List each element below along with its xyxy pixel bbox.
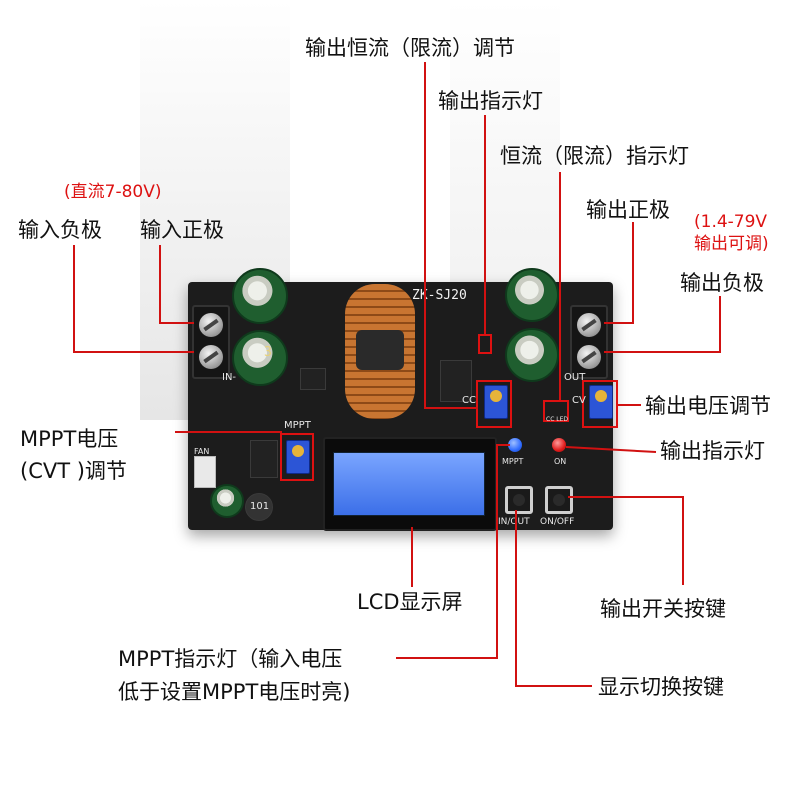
in-silk: IN- — [222, 372, 237, 383]
cc-silk: CC — [462, 395, 476, 406]
leader-line-output-positive — [604, 222, 634, 324]
mppt-potentiometer[interactable] — [286, 440, 310, 474]
output-terminal-block — [570, 305, 608, 379]
fan-connector — [194, 456, 216, 488]
label-output-voltage-adjust: 输出电压调节 — [645, 394, 771, 418]
out-silk: OUT — [564, 372, 586, 383]
label-mppt-voltage-1: MPPT电压 — [20, 427, 119, 451]
cv-potentiometer[interactable] — [589, 385, 613, 419]
cc-led-silk: CC LED — [546, 416, 569, 423]
output-indicator-highlight — [478, 334, 492, 354]
label-input-positive: 输入正极 — [140, 218, 224, 242]
smd-inductor — [245, 493, 273, 521]
capacitor — [210, 484, 244, 518]
leader-line-display-switch — [515, 510, 592, 687]
ic-chip — [300, 368, 326, 390]
label-output-negative: 输出负极 — [680, 271, 764, 295]
label-input-negative: 输入负极 — [18, 218, 102, 242]
label-output-indicator-right: 输出指示灯 — [660, 439, 765, 463]
in-out-silk: IN/OUT — [498, 517, 530, 527]
capacitor — [505, 328, 559, 382]
input-terminal-block — [192, 305, 230, 379]
label-output-range-1: (1.4-79V — [694, 212, 768, 232]
label-mppt-indicator-1: MPPT指示灯（输入电压 — [118, 647, 343, 671]
leader-line-input-negative — [73, 245, 194, 353]
capacitor — [232, 330, 288, 386]
screw-icon — [199, 345, 223, 369]
leader-line-mppt-indicator — [396, 444, 510, 659]
leader-line-input-positive — [159, 245, 194, 324]
capacitor — [232, 268, 288, 324]
mppt-adjust-highlight — [280, 433, 314, 481]
lcd-screen — [333, 452, 485, 516]
on-off-button[interactable] — [545, 486, 573, 514]
inductor-label: 101 — [250, 501, 270, 512]
fan-silk: FAN — [194, 447, 210, 456]
cc-adjust-highlight — [476, 380, 512, 428]
label-output-range-2: 输出可调) — [694, 234, 769, 254]
label-output-positive: 输出正极 — [586, 198, 670, 222]
screw-icon — [577, 313, 601, 337]
inductor-core — [356, 330, 404, 370]
on-off-silk: ON/OFF — [540, 517, 575, 527]
cv-adjust-highlight — [582, 380, 618, 428]
label-output-indicator-top: 输出指示灯 — [438, 89, 543, 113]
label-mppt-indicator-2: 低于设置MPPT电压时亮) — [118, 680, 351, 704]
cv-silk: CV — [572, 395, 586, 406]
capacitor-value-label: 3 — [264, 345, 272, 360]
leader-line-output-negative — [604, 296, 721, 353]
mppt-led — [508, 438, 522, 452]
on-led-silk: ON — [554, 457, 567, 466]
screw-icon — [577, 345, 601, 369]
in-out-button[interactable] — [505, 486, 533, 514]
leader-line-cc-adjust — [424, 62, 478, 409]
capacitor — [505, 268, 559, 322]
leader-line-output-indicator-right — [565, 446, 657, 453]
leader-line-output-switch — [568, 496, 684, 585]
label-lcd-display: LCD显示屏 — [357, 590, 463, 614]
label-input-range: (直流7-80V) — [64, 182, 162, 202]
label-cc-adjust: 输出恒流（限流）调节 — [305, 36, 515, 60]
regulator-chip — [250, 440, 278, 478]
label-display-switch-button: 显示切换按键 — [598, 675, 724, 699]
label-mppt-voltage-2: (CVT )调节 — [20, 459, 127, 483]
mosfet-chip — [440, 360, 472, 402]
label-cc-indicator: 恒流（限流）指示灯 — [500, 144, 689, 168]
cc-potentiometer[interactable] — [484, 385, 508, 419]
screw-icon — [199, 313, 223, 337]
label-output-switch-button: 输出开关按键 — [600, 597, 726, 621]
cc-indicator-highlight — [543, 400, 569, 422]
mppt-pot-silk: MPPT — [284, 420, 311, 431]
on-led — [552, 438, 566, 452]
mppt-led-silk: MPPT — [502, 457, 524, 466]
